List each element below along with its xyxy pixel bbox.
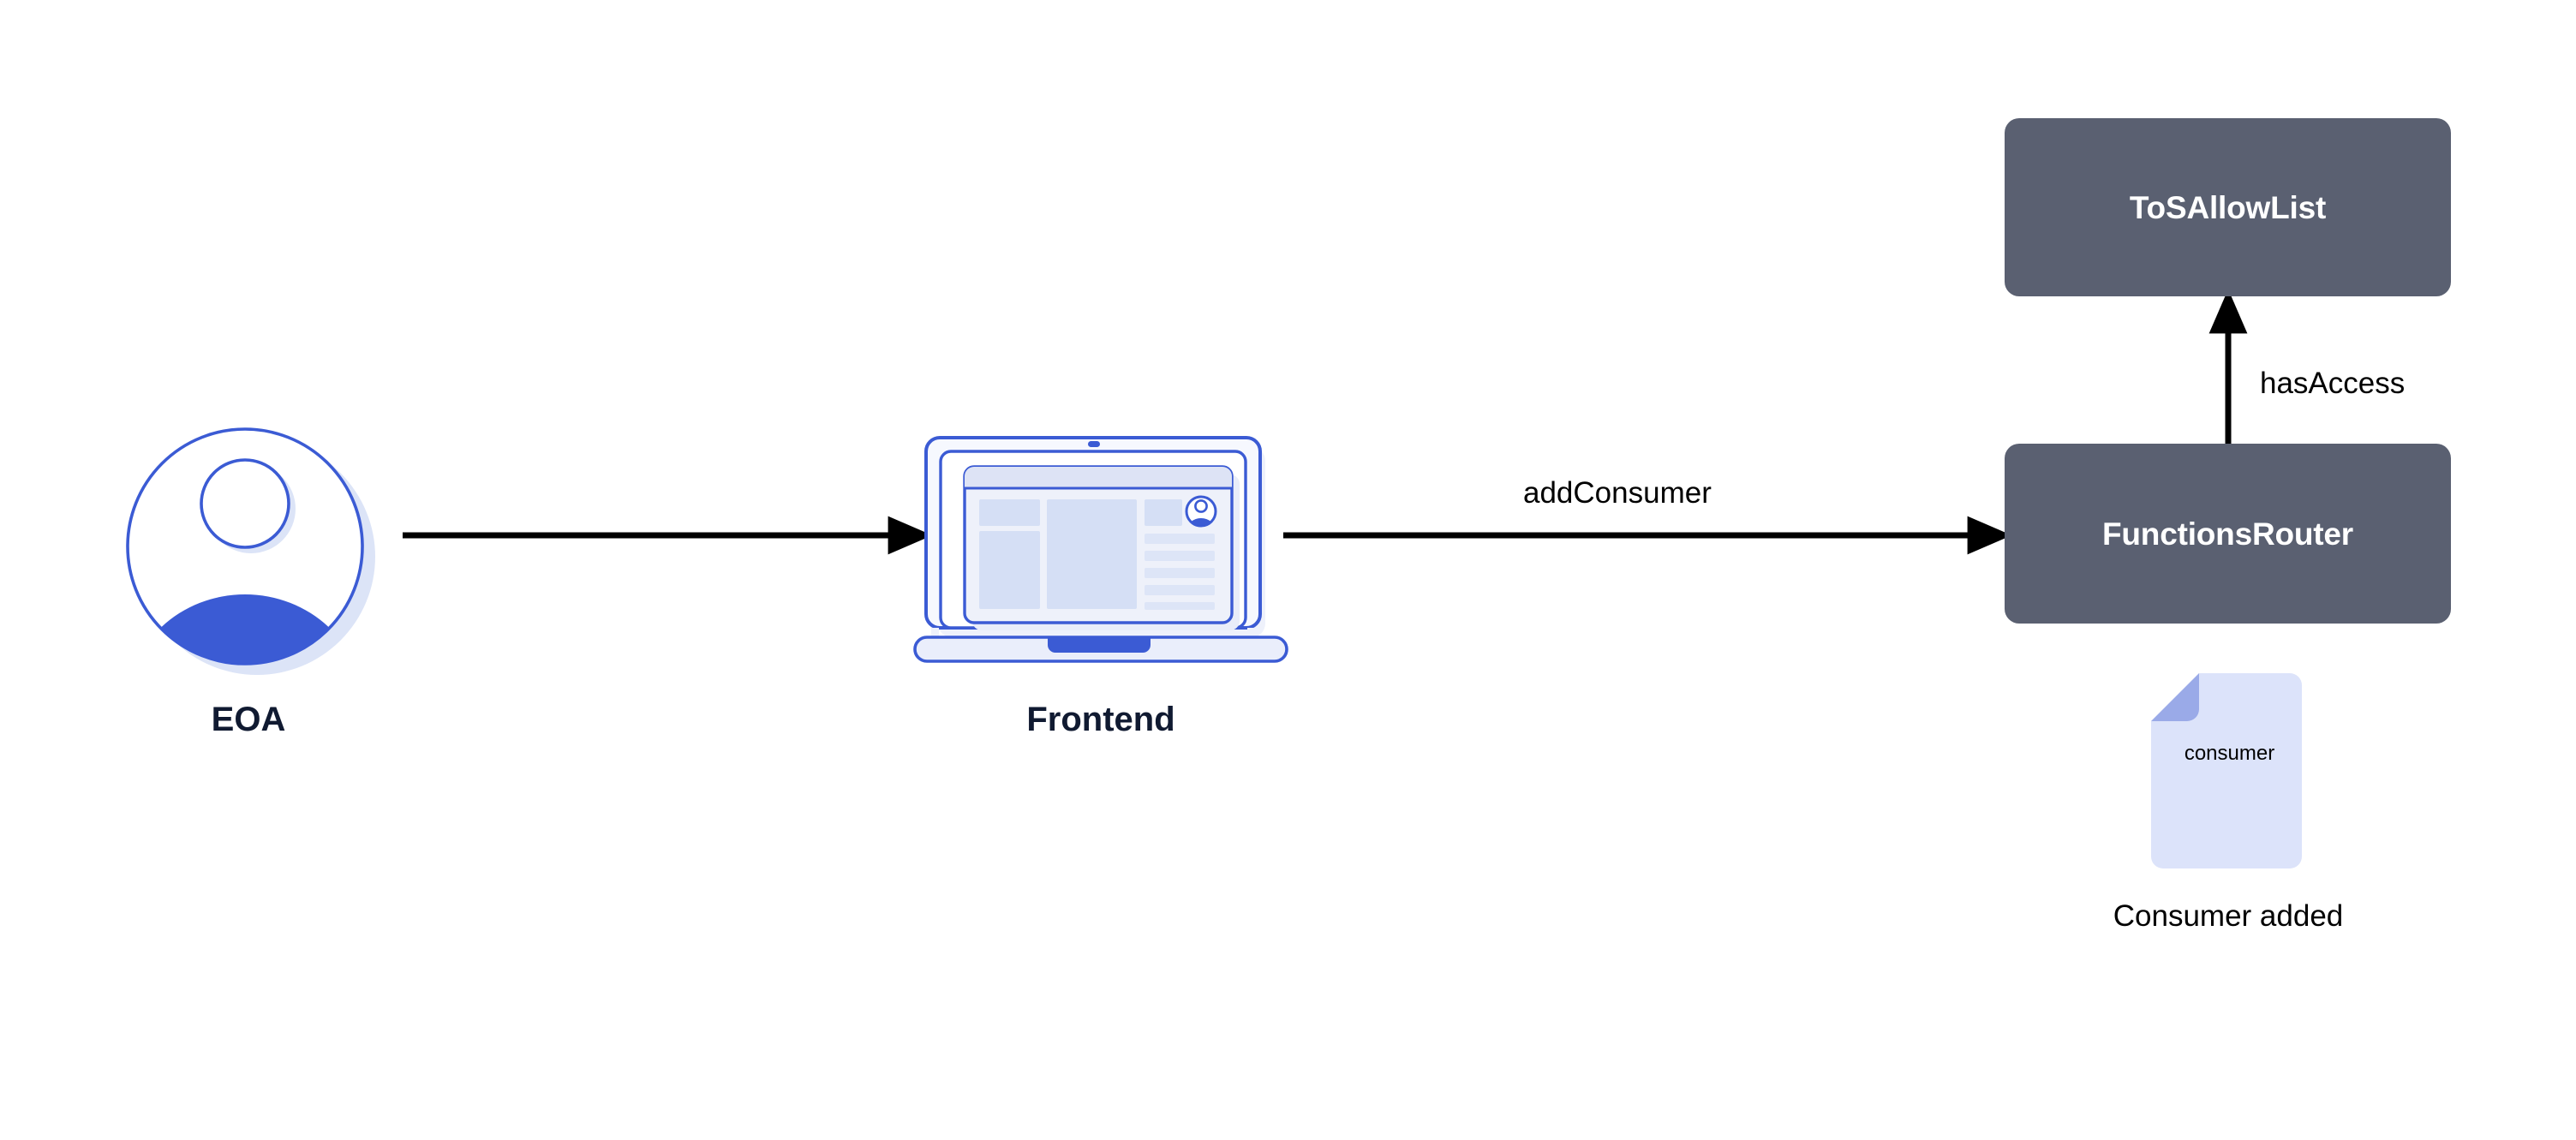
- functions-router-box[interactable]: FunctionsRouter: [2005, 444, 2451, 624]
- frontend-label: Frontend: [1026, 701, 1175, 738]
- frontend-node: [912, 428, 1289, 677]
- screen-avatar-icon: [1185, 495, 1217, 528]
- eoa-label: EOA: [211, 701, 286, 738]
- laptop-icon: [913, 436, 1288, 663]
- consumer-document-label: consumer: [2184, 742, 2275, 765]
- user-avatar-icon: [126, 427, 375, 675]
- edge-label-has-access: hasAccess: [2260, 367, 2406, 400]
- edge-label-add-consumer: addConsumer: [1523, 476, 1712, 510]
- consumer-document-node: consumer: [2146, 670, 2313, 875]
- tos-allowlist-box[interactable]: ToSAllowList: [2005, 118, 2451, 296]
- document-icon: [2151, 673, 2302, 868]
- consumer-added-caption: Consumer added: [2113, 899, 2344, 933]
- functions-router-label: FunctionsRouter: [2102, 516, 2353, 552]
- tos-allowlist-label: ToSAllowList: [2129, 189, 2327, 225]
- eoa-node: [120, 423, 377, 680]
